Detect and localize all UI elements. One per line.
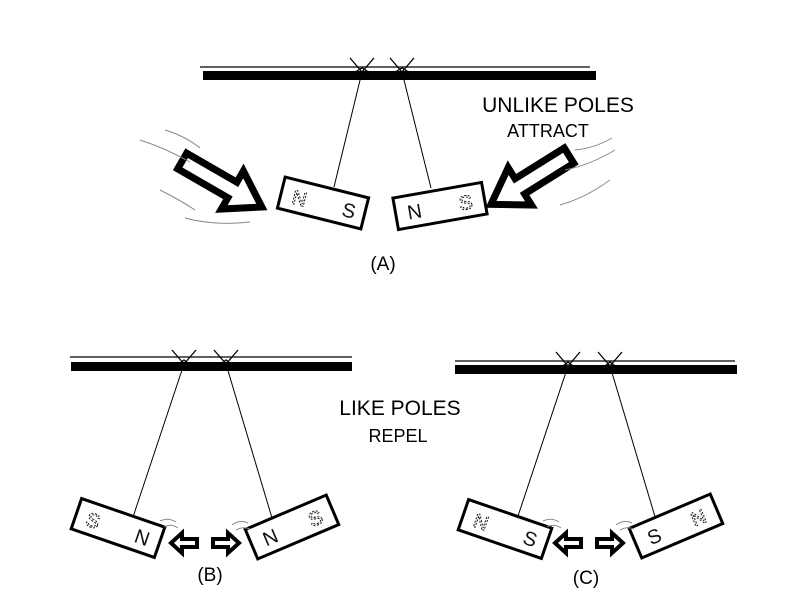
magnet-a-left-pole-2: S <box>340 199 358 224</box>
panel-b-label: (B) <box>197 565 222 586</box>
magnet-a-left-pole-1: N <box>290 187 309 212</box>
repel-arrow-b-right <box>211 528 242 558</box>
magnet-a-right-pole-2: S <box>457 191 474 215</box>
attract-arrow-left <box>172 148 268 213</box>
repel-caption-line2: REPEL <box>368 426 427 446</box>
string-a-left <box>333 71 363 188</box>
string-a-right <box>401 71 432 189</box>
attract-caption-line1: UNLIKE POLES <box>482 94 634 117</box>
panel-c: N S S N (C) <box>455 351 737 589</box>
pivot-a-left <box>349 57 375 75</box>
motion-lines-b <box>159 518 251 531</box>
string-b-left <box>131 363 185 521</box>
repel-arrow-c-right <box>595 528 626 558</box>
panel-b: S N N S (B) <box>69 349 352 586</box>
repel-arrow-c-left <box>552 528 583 558</box>
support-bar-a <box>200 66 596 80</box>
string-b-right <box>225 363 273 519</box>
motion-lines-a <box>139 129 616 224</box>
support-bar-c <box>455 360 737 374</box>
panel-a: N S N S UNLIKE POLES ATTRACT <box>139 57 634 275</box>
magnet-b-left: S N <box>69 496 167 560</box>
magnet-b-right: N S <box>243 493 341 561</box>
magnet-a-left: N S <box>275 175 371 231</box>
magnet-a-right-pole-1: N <box>406 200 424 224</box>
attract-arrow-right <box>485 143 579 209</box>
magnet-a-right: N S <box>391 180 489 232</box>
repel-arrow-b-left <box>168 528 199 558</box>
attract-caption-line2: ATTRACT <box>507 121 589 141</box>
panel-a-label: (A) <box>370 254 395 275</box>
pivot-b-right <box>213 349 239 369</box>
pivot-c-right <box>597 351 623 371</box>
magnet-b-left-pole-2: N <box>132 526 153 552</box>
panel-c-label: (C) <box>573 568 599 589</box>
magnet-c-left: N S <box>456 497 554 561</box>
pivot-b-left <box>171 349 197 369</box>
pivot-c-left <box>555 351 581 371</box>
pivot-a-right <box>389 57 415 75</box>
motion-lines-c <box>542 518 635 531</box>
magnet-c-right: S N <box>627 492 725 560</box>
string-c-left <box>515 365 569 523</box>
string-c-right <box>609 365 657 521</box>
repel-caption-line1: LIKE POLES <box>339 397 460 420</box>
support-bar-b <box>70 356 352 371</box>
